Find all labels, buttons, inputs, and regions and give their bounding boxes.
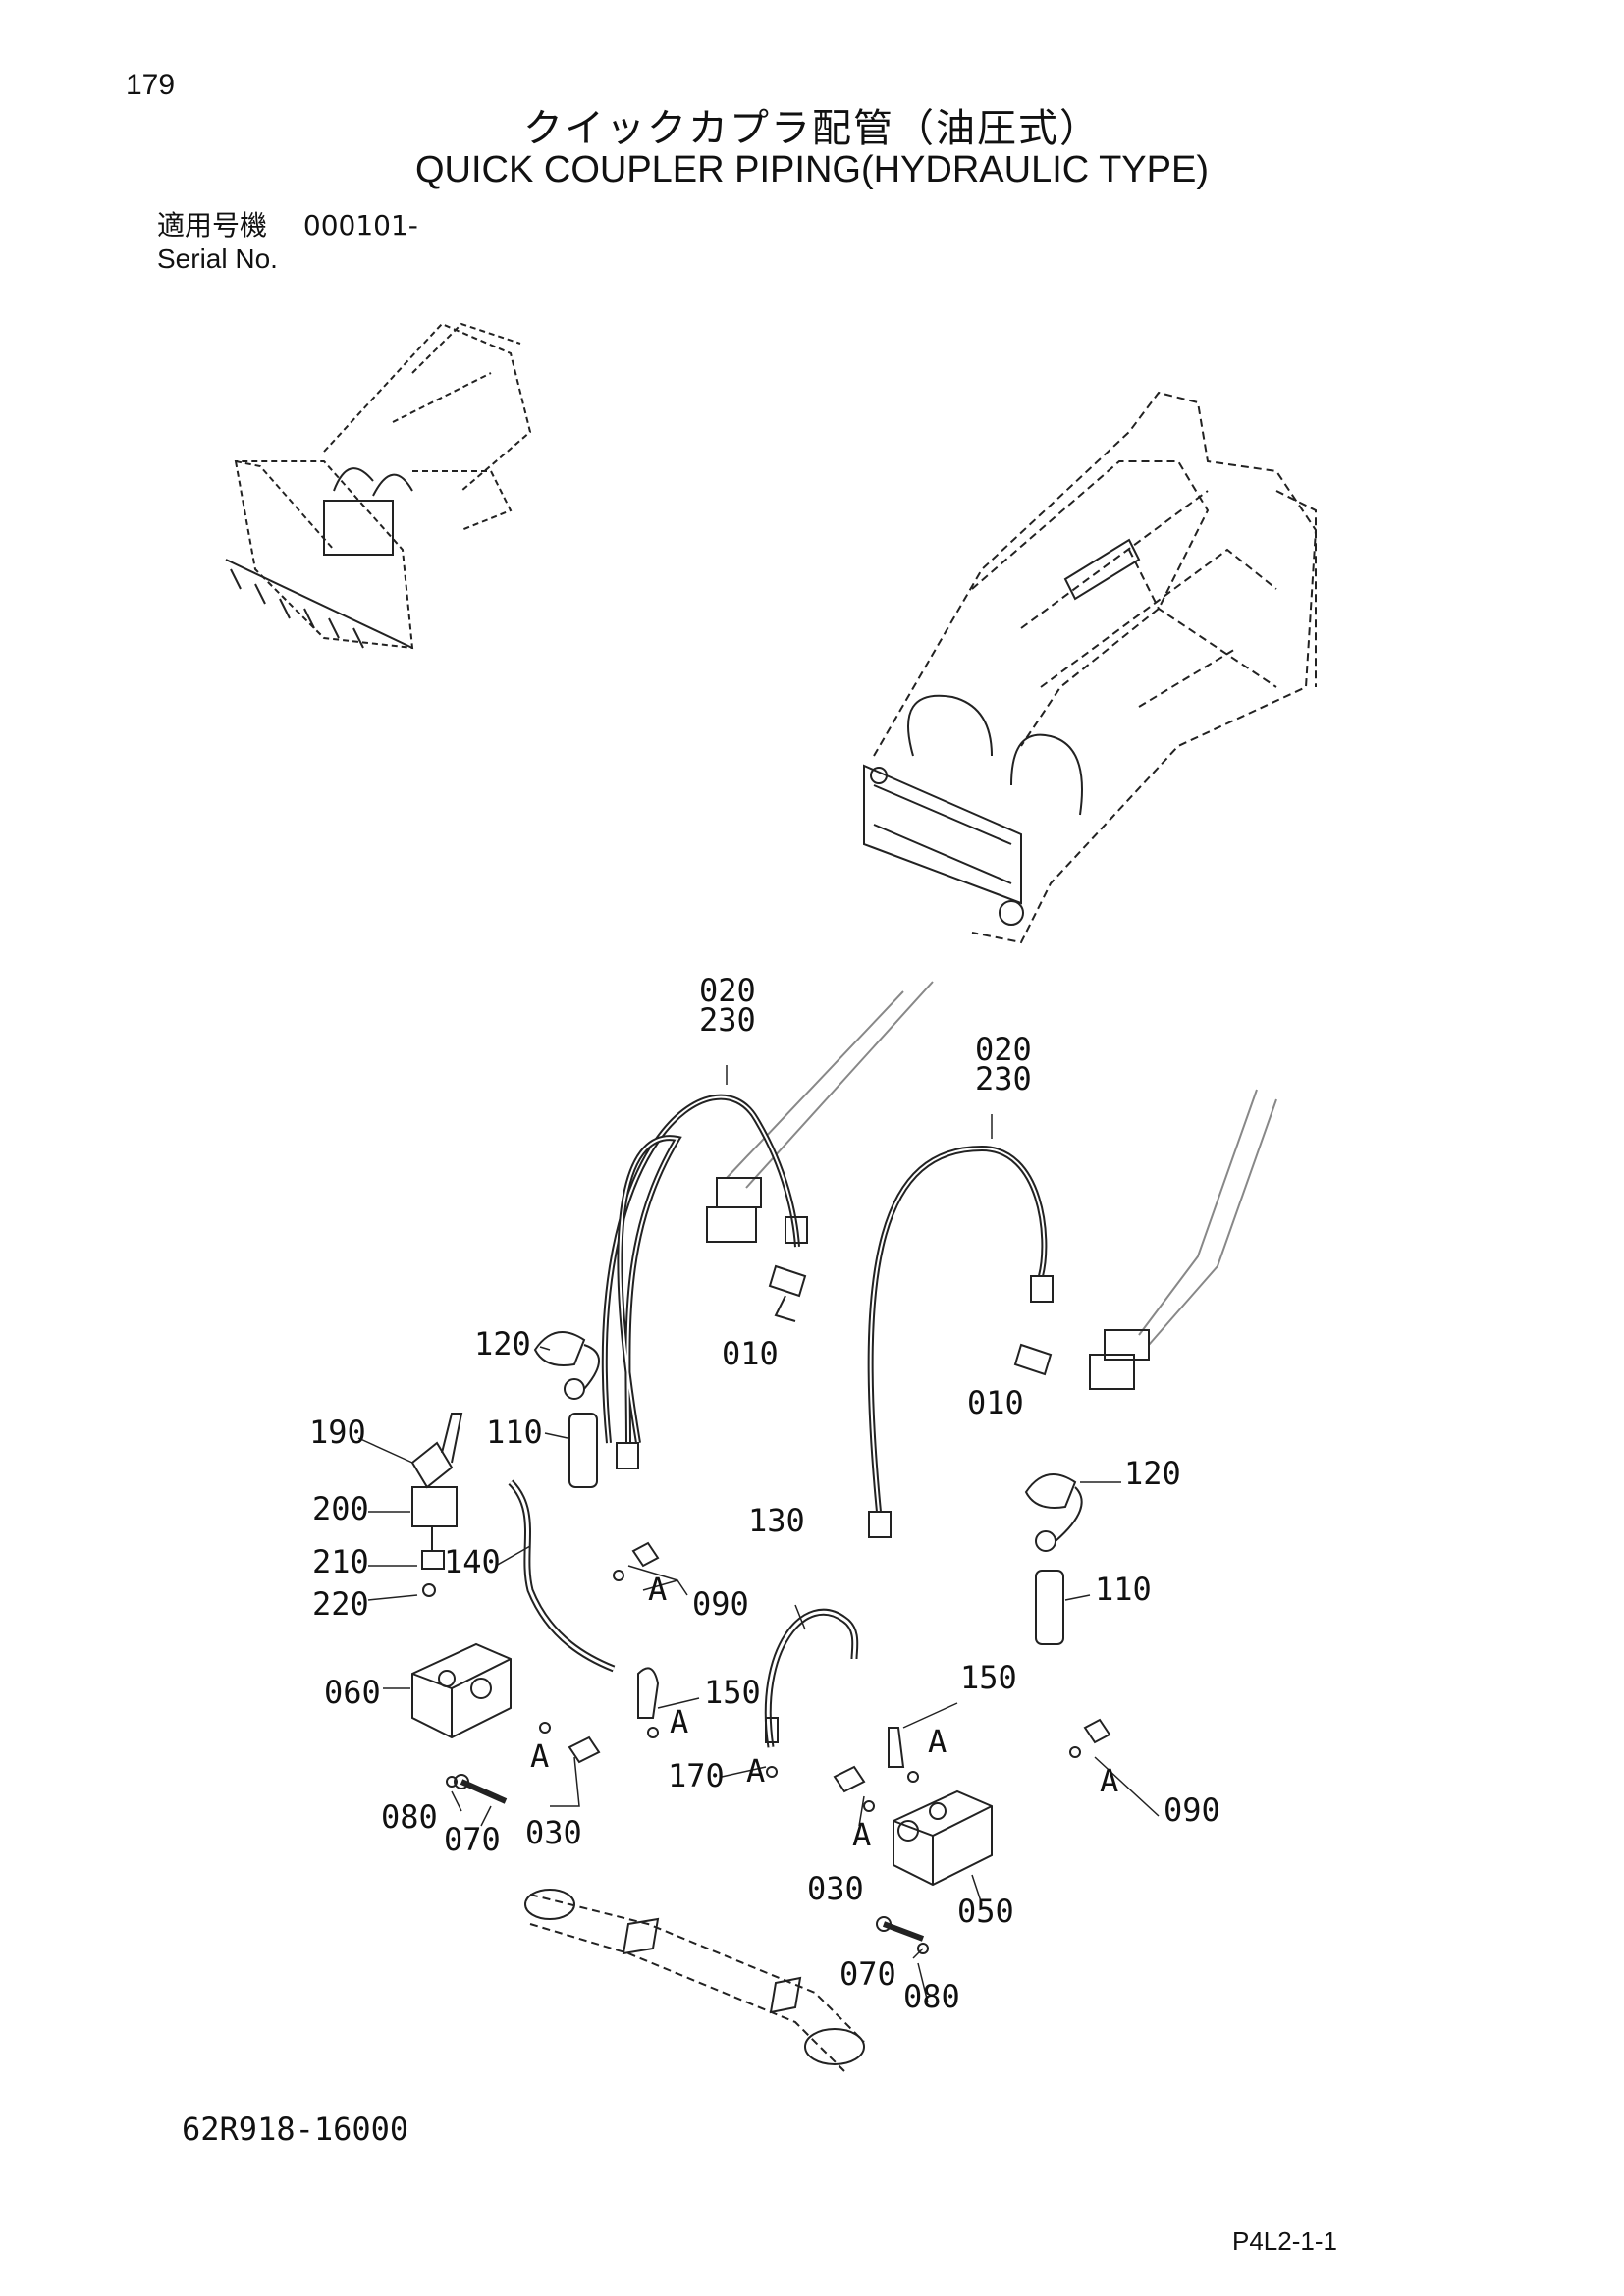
fitting-030-left xyxy=(539,1722,601,1764)
fitting-030-right xyxy=(833,1765,875,1812)
callout-230-right: 230 xyxy=(975,1060,1032,1097)
page-code: P4L2-1-1 xyxy=(1232,2226,1337,2256)
callout-020-left: 020 xyxy=(699,972,756,1009)
fitting-170 xyxy=(765,1717,779,1778)
part-number: 62R918-16000 xyxy=(182,2110,409,2148)
callout-050: 050 xyxy=(957,1893,1014,1930)
callout-170: 170 xyxy=(668,1757,725,1794)
bolt-070-right xyxy=(876,1916,929,1954)
callout-060: 060 xyxy=(324,1674,381,1711)
fitting-150-right xyxy=(888,1727,919,1783)
callout-150-left: 150 xyxy=(704,1674,761,1711)
callout-010-right: 010 xyxy=(967,1384,1024,1421)
callout-150-right: 150 xyxy=(960,1659,1017,1696)
callout-230-left: 230 xyxy=(699,1001,756,1039)
manifold-block-050 xyxy=(893,1789,993,1887)
callout-120-left: 120 xyxy=(474,1325,531,1362)
callout-labels: 020 230 020 230 010 010 120 120 110 110 … xyxy=(309,972,1220,2015)
callout-130: 130 xyxy=(748,1502,805,1539)
callout-200: 200 xyxy=(312,1490,369,1527)
manifold-block-060 xyxy=(411,1642,512,1739)
coupler-110-right xyxy=(1035,1570,1064,1645)
callout-030-left: 030 xyxy=(525,1814,582,1851)
leader-lines xyxy=(357,1065,1160,2003)
hose-assembly-right xyxy=(867,1145,1054,1538)
callout-090-right: 090 xyxy=(1164,1791,1220,1829)
hose-130 xyxy=(764,1608,859,1748)
coupler-cylinder xyxy=(524,1889,865,2072)
elbow-fitting-010-right xyxy=(1013,1329,1150,1390)
callout-010-left: 010 xyxy=(722,1335,779,1372)
callout-030-right: 030 xyxy=(807,1870,864,1907)
callout-090-left: 090 xyxy=(692,1585,749,1623)
callout-a-4: A xyxy=(746,1752,765,1789)
callout-a-6: A xyxy=(852,1816,871,1853)
serial-label-en: Serial No. xyxy=(157,243,278,274)
callout-070-right: 070 xyxy=(839,1955,896,1993)
callout-070-left: 070 xyxy=(444,1821,501,1858)
serial-value: 000101- xyxy=(302,209,418,241)
callout-a-7: A xyxy=(1100,1762,1118,1799)
fitting-090-right xyxy=(1069,1718,1111,1758)
hose-assembly-left xyxy=(601,1094,808,1469)
callout-110-left: 110 xyxy=(486,1414,543,1451)
callout-080-right: 080 xyxy=(903,1978,960,2015)
dust-cap-120-right xyxy=(1024,1473,1083,1552)
dust-cap-120-left xyxy=(533,1331,600,1400)
bolt-070-left xyxy=(446,1774,508,1804)
callout-210: 210 xyxy=(312,1543,369,1580)
loader-arm-large xyxy=(873,391,1318,944)
quick-coupler-large xyxy=(863,538,1141,926)
callout-220: 220 xyxy=(312,1585,369,1623)
callout-020-right: 020 xyxy=(975,1031,1032,1068)
page-number: 179 xyxy=(126,69,176,101)
valve-assembly-190-200 xyxy=(410,1413,463,1597)
fitting-150-left xyxy=(637,1667,660,1738)
callout-a-1: A xyxy=(648,1571,667,1608)
fitting-090-left xyxy=(613,1541,660,1581)
boom-outline-ghost xyxy=(726,981,1277,1346)
callout-120-right: 120 xyxy=(1124,1455,1181,1492)
serial-label-jp: 適用号機 xyxy=(157,209,268,241)
loader-overview-small xyxy=(225,322,532,650)
callout-140: 140 xyxy=(444,1543,501,1580)
serial-row: 適用号機 000101- xyxy=(157,204,446,243)
callout-a-2: A xyxy=(670,1703,688,1740)
title-japanese: クイックカプラ配管（油圧式） xyxy=(523,106,1101,151)
callout-110-right: 110 xyxy=(1095,1571,1152,1608)
coupler-110-left xyxy=(568,1413,598,1488)
callout-080-left: 080 xyxy=(381,1798,438,1836)
callout-a-5: A xyxy=(928,1723,947,1760)
callout-a-3: A xyxy=(530,1737,549,1775)
title-english: QUICK COUPLER PIPING(HYDRAULIC TYPE) xyxy=(414,149,1209,190)
callout-190: 190 xyxy=(309,1414,366,1451)
elbow-fitting-010-left xyxy=(706,1177,807,1322)
